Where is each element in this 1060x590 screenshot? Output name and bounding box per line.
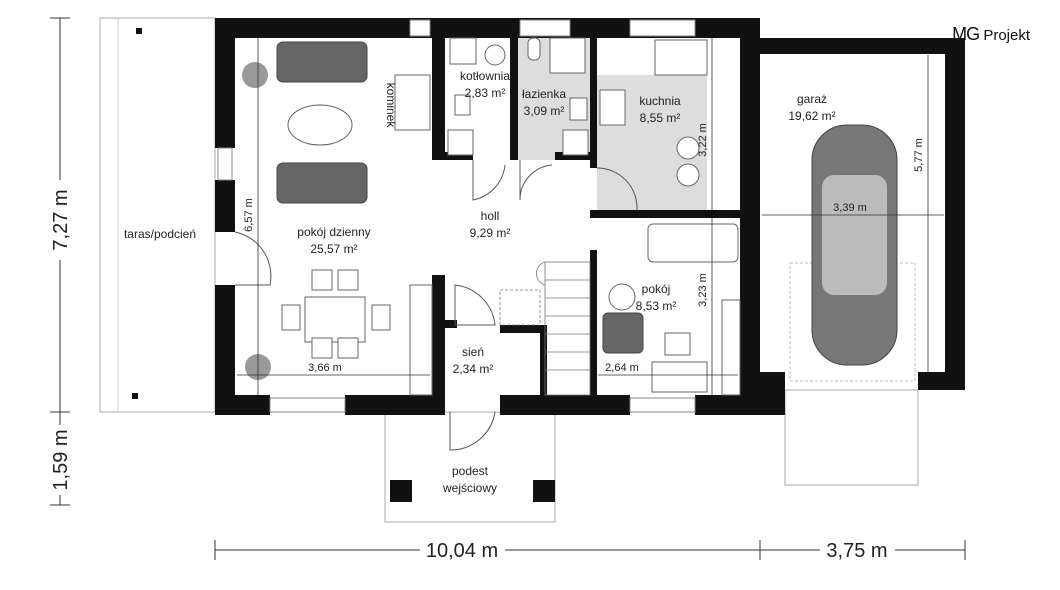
room-name: kuchnia — [639, 94, 681, 108]
sofa — [276, 162, 368, 204]
armchair — [602, 312, 644, 354]
car — [811, 124, 898, 366]
porch-label: podest — [452, 464, 489, 478]
dim-room-width: 2,64 m — [605, 362, 639, 374]
plant — [242, 62, 268, 88]
mg-projekt-logo: MG Projekt — [952, 24, 1030, 45]
room-area: 2,83 m² — [465, 86, 506, 100]
room-area: 25,57 m² — [310, 242, 357, 256]
room-area: 8,53 m² — [636, 299, 677, 313]
sofa — [276, 41, 368, 83]
terrace-post — [136, 28, 142, 34]
porch-post — [390, 480, 412, 502]
dim-room-height: 3,23 m — [697, 273, 709, 307]
room-area: 8,55 m² — [640, 111, 681, 125]
dim-garage-width: 3,39 m — [833, 202, 867, 214]
room-name: garaż — [797, 92, 827, 106]
dim-house-width: 10,04 m — [426, 540, 498, 562]
terrace — [99, 17, 216, 413]
room-name: łazienka — [522, 87, 566, 101]
walls — [215, 18, 965, 415]
logo-mark: MG — [952, 24, 980, 44]
dim-kitchen-height: 3,22 m — [697, 123, 709, 157]
coffee-table — [287, 104, 353, 146]
terrace-post — [132, 393, 138, 399]
porch-post — [533, 480, 555, 502]
dim-living-width: 3,66 m — [308, 362, 342, 374]
logo-text: Projekt — [983, 27, 1030, 44]
dining-table — [304, 296, 366, 343]
room-name: kotłownia — [460, 69, 510, 83]
room-area: 2,34 m² — [453, 362, 494, 376]
room-name: pokój dzienny — [297, 225, 370, 239]
room-area: 9,29 m² — [470, 226, 511, 240]
room-name: sień — [462, 345, 484, 359]
room-name: pokój — [642, 282, 671, 296]
room-area: 3,09 m² — [524, 104, 565, 118]
fireplace — [394, 74, 431, 131]
porch-label: wejściowy — [442, 481, 497, 495]
furniture — [276, 41, 644, 354]
room-name: holl — [481, 209, 500, 223]
fireplace-label: kominek — [384, 83, 398, 129]
dim-house-depth: 7,27 m — [50, 189, 72, 250]
terrace-label: taras/podcień — [124, 227, 196, 241]
dim-garage-width-outer: 3,75 m — [826, 540, 887, 562]
dim-porch-depth: 1,59 m — [50, 429, 72, 490]
porch — [384, 411, 556, 523]
dim-living-height: 6,57 m — [243, 198, 255, 232]
room-area: 19,62 m² — [788, 109, 835, 123]
dim-garage-height: 5,77 m — [913, 138, 925, 172]
